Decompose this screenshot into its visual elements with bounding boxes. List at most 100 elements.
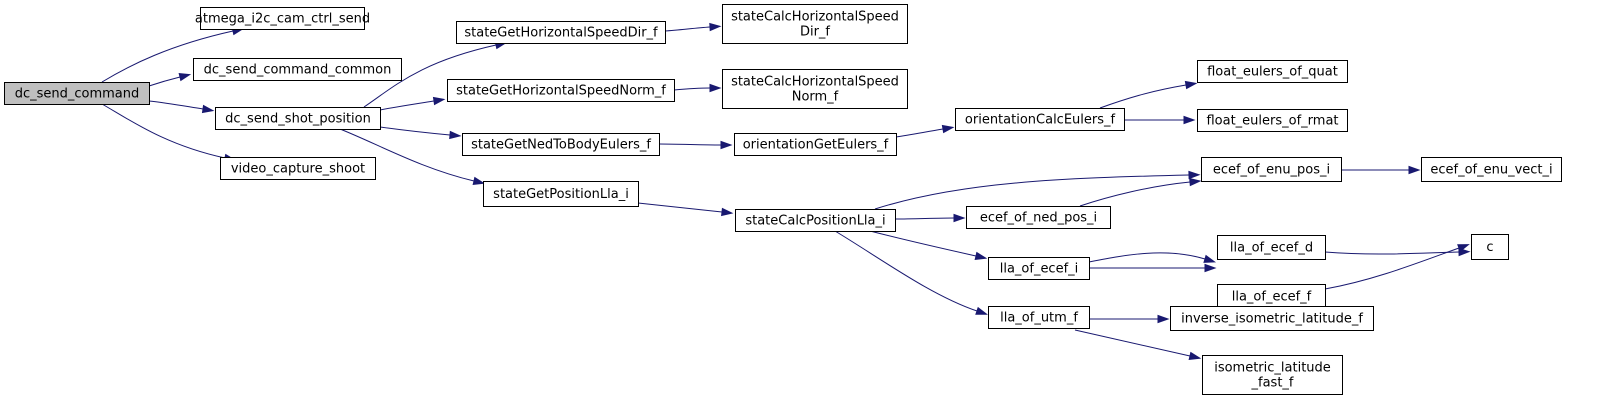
edge-stateGetNedToBodyEulers_f-to-orientationGetEulers_f — [658, 140, 733, 150]
node-float_eulers_of_quat[interactable]: float_eulers_of_quat — [1197, 60, 1348, 83]
arrowhead-icon — [1184, 80, 1198, 90]
arrowhead-icon — [975, 306, 988, 315]
edge-line — [379, 100, 435, 111]
arrowhead-icon — [432, 96, 446, 106]
node-stateCalcPositionLla_i[interactable]: stateCalcPositionLla_i — [735, 209, 896, 232]
node-box — [456, 21, 666, 44]
node-stateGetPositionLla_i[interactable]: stateGetPositionLla_i — [483, 181, 639, 207]
node-label: atmega_i2c_cam_ctrl_send — [195, 12, 370, 27]
node-stateGetHorizontalSpeedNorm_f[interactable]: stateGetHorizontalSpeedNorm_f — [447, 79, 675, 102]
node-lla_of_ecef_i[interactable]: lla_of_ecef_i — [988, 257, 1090, 280]
node-label: stateCalcHorizontalSpeed — [731, 75, 899, 90]
node-label: lla_of_utm_f — [1000, 311, 1078, 326]
arrowhead-icon — [1189, 177, 1202, 187]
node-dc_send_shot_position[interactable]: dc_send_shot_position — [215, 107, 381, 130]
node-box — [1471, 234, 1509, 260]
node-label: lla_of_ecef_f — [1232, 290, 1312, 305]
node-label: c — [1486, 240, 1493, 255]
node-stateGetNedToBodyEulers_f[interactable]: stateGetNedToBodyEulers_f — [462, 133, 660, 156]
node-box — [220, 157, 376, 180]
node-box — [200, 7, 365, 30]
node-box — [4, 82, 150, 105]
node-box — [988, 306, 1090, 329]
node-float_eulers_of_rmat[interactable]: float_eulers_of_rmat — [1197, 109, 1348, 132]
node-inverse_isometric_latitude_f[interactable]: inverse_isometric_latitude_f — [1170, 306, 1374, 331]
node-box — [722, 4, 908, 44]
edge-orientationCalcEulers_f-to-float_eulers_of_quat — [1099, 80, 1198, 109]
edge-stateCalcPositionLla_i-to-ecef_of_enu_pos_i — [874, 170, 1201, 210]
node-box — [1197, 60, 1348, 83]
node-atmega_i2c_cam_ctrl_send[interactable]: atmega_i2c_cam_ctrl_send — [195, 7, 370, 30]
node-label: lla_of_ecef_d — [1230, 241, 1313, 256]
arrowhead-icon — [1408, 165, 1421, 175]
node-box — [1201, 157, 1342, 182]
edge-line — [673, 87, 711, 91]
node-lla_of_ecef_f[interactable]: lla_of_ecef_f — [1217, 284, 1326, 309]
node-label: ecef_of_ned_pos_i — [980, 211, 1097, 226]
node-label: stateGetNedToBodyEulers_f — [471, 138, 651, 153]
node-box — [1202, 355, 1343, 395]
node-box — [1217, 284, 1326, 309]
edge-line — [1099, 84, 1187, 109]
edge-lla_of_ecef_i-to-lla_of_ecef_f — [1089, 263, 1217, 273]
node-label: lla_of_ecef_i — [1000, 262, 1079, 277]
node-box — [462, 133, 660, 156]
node-box — [1170, 306, 1374, 331]
arrowhead-icon — [1204, 263, 1217, 273]
node-label: Norm_f — [792, 90, 839, 105]
node-label: dc_send_command — [15, 87, 140, 102]
node-box — [734, 133, 897, 156]
arrowhead-icon — [1183, 115, 1196, 125]
edge-line — [874, 174, 1190, 210]
arrowhead-icon — [1203, 254, 1217, 263]
edge-line — [148, 100, 204, 110]
edge-stateGetHorizontalSpeedDir_f-to-stateCalcHorizontalSpeedDir_f — [664, 22, 722, 32]
edge-line — [1324, 247, 1460, 290]
node-lla_of_utm_f[interactable]: lla_of_utm_f — [988, 306, 1090, 329]
node-label: stateGetPositionLla_i — [493, 187, 629, 202]
node-ecef_of_enu_vect_i[interactable]: ecef_of_enu_vect_i — [1421, 157, 1562, 182]
arrowhead-icon — [709, 83, 722, 93]
edge-line — [148, 76, 181, 87]
edge-line — [834, 230, 978, 312]
edge-line — [894, 217, 955, 220]
edge-line — [637, 202, 723, 213]
node-c[interactable]: c — [1471, 234, 1509, 260]
node-label: Dir_f — [800, 25, 830, 40]
node-label: video_capture_shoot — [231, 162, 365, 177]
edge-stateCalcPositionLla_i-to-ecef_of_ned_pos_i — [894, 213, 966, 223]
arrowhead-icon — [1188, 351, 1202, 360]
edge-line — [1324, 251, 1460, 255]
arrowhead-icon — [449, 130, 462, 140]
arrowhead-icon — [1457, 244, 1470, 253]
node-video_capture_shoot[interactable]: video_capture_shoot — [220, 157, 376, 180]
node-label: ecef_of_enu_vect_i — [1430, 163, 1552, 178]
edge-stateGetHorizontalSpeedNorm_f-to-stateCalcHorizontalSpeedNorm_f — [673, 83, 722, 93]
node-label: dc_send_shot_position — [225, 112, 371, 127]
node-isometric_latitude_fast_f[interactable]: isometric_latitude_fast_f — [1202, 355, 1343, 395]
node-label: stateGetHorizontalSpeedDir_f — [464, 26, 658, 41]
node-ecef_of_ned_pos_i[interactable]: ecef_of_ned_pos_i — [966, 206, 1111, 229]
node-dc_send_command_common[interactable]: dc_send_command_common — [193, 58, 402, 81]
edge-dc_send_command-to-dc_send_shot_position — [148, 100, 215, 114]
node-dc_send_command[interactable]: dc_send_command — [4, 82, 150, 105]
node-orientationGetEulers_f[interactable]: orientationGetEulers_f — [734, 133, 897, 156]
node-box — [955, 108, 1125, 131]
node-label: orientationGetEulers_f — [743, 138, 889, 153]
arrowhead-icon — [953, 213, 966, 223]
node-label: orientationCalcEulers_f — [965, 113, 1116, 128]
node-label: inverse_isometric_latitude_f — [1181, 312, 1363, 327]
node-lla_of_ecef_d[interactable]: lla_of_ecef_d — [1217, 235, 1326, 260]
edge-line — [658, 143, 722, 146]
arrowhead-icon — [941, 124, 955, 134]
node-stateGetHorizontalSpeedDir_f[interactable]: stateGetHorizontalSpeedDir_f — [456, 21, 666, 44]
edge-stateGetPositionLla_i-to-stateCalcPositionLla_i — [637, 202, 734, 217]
node-box — [215, 107, 381, 130]
arrowhead-icon — [472, 176, 486, 185]
edge-lla_of_utm_f-to-inverse_isometric_latitude_f — [1088, 314, 1170, 324]
node-box — [966, 206, 1111, 229]
node-orientationCalcEulers_f[interactable]: orientationCalcEulers_f — [955, 108, 1125, 131]
node-ecef_of_enu_pos_i[interactable]: ecef_of_enu_pos_i — [1201, 157, 1342, 182]
